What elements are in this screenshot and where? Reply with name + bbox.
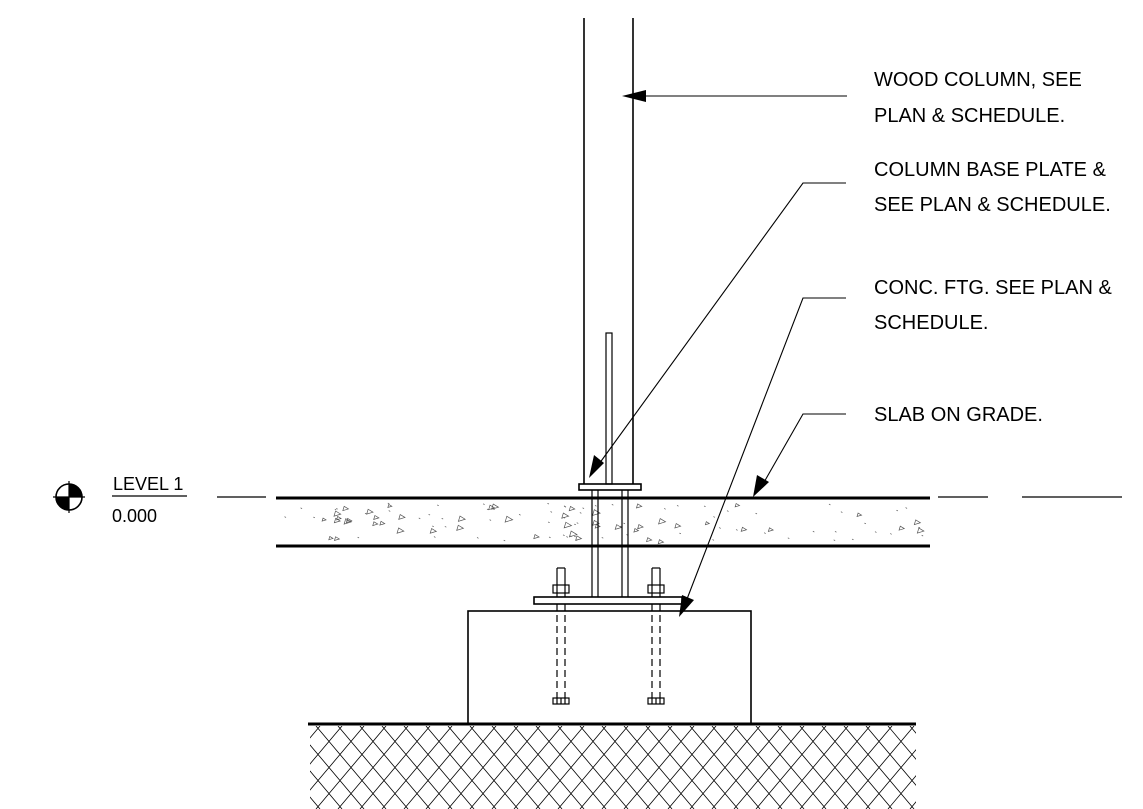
- concrete-aggregate: [284, 502, 925, 545]
- leader-wood-column: [622, 90, 847, 102]
- arrowhead-icon: [589, 455, 604, 478]
- anchor-plate: [533, 596, 683, 605]
- callout-footing: CONC. FTG. SEE PLAN & SCHEDULE.: [874, 277, 1112, 334]
- level-name: LEVEL 1: [113, 474, 183, 494]
- callout-line: COLUMN BASE PLATE &: [874, 159, 1107, 181]
- level-datum-icon: [53, 481, 187, 513]
- anchor-bolt-left: [552, 567, 570, 705]
- steel-post: [591, 490, 629, 597]
- anchor-bolt-right: [647, 567, 665, 705]
- callout-slab: SLAB ON GRADE.: [874, 404, 1043, 426]
- callout-line: CONC. FTG. SEE PLAN &: [874, 277, 1112, 299]
- callout-base-plate: COLUMN BASE PLATE & SEE PLAN & SCHEDULE.: [874, 159, 1111, 216]
- callout-line: SEE PLAN & SCHEDULE.: [874, 194, 1111, 216]
- callout-line: WOOD COLUMN, SEE: [874, 69, 1082, 91]
- leader-base-plate: [589, 182, 846, 478]
- callout-line: SCHEDULE.: [874, 312, 988, 334]
- column-base-plate: [578, 483, 642, 491]
- arrowhead-icon: [622, 90, 646, 102]
- arrowhead-icon: [753, 475, 769, 497]
- wood-column: [583, 18, 634, 484]
- callout-line: SLAB ON GRADE.: [874, 404, 1043, 426]
- level-elevation: 0.000: [112, 506, 157, 526]
- slab-on-grade: [276, 496, 930, 548]
- concrete-footing: [467, 610, 752, 725]
- callout-line: PLAN & SCHEDULE.: [874, 105, 1065, 127]
- leader-slab: [753, 413, 846, 497]
- soil-hatch: [308, 722, 916, 809]
- leader-footing: [679, 297, 846, 617]
- callout-wood-column: WOOD COLUMN, SEE PLAN & SCHEDULE.: [874, 69, 1082, 127]
- base-plate-fin: [605, 332, 613, 485]
- arrowhead-icon: [679, 595, 694, 617]
